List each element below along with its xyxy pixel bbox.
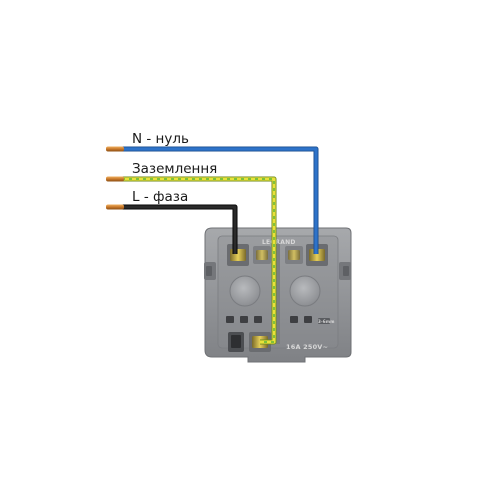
svg-text:3-6mm: 3-6mm [318,319,335,324]
label-phase: L - фаза [132,189,188,205]
brand-mark: LEGRAND [262,239,296,246]
copper-end-phase [106,204,124,210]
rating-mark: 16A 250V~ [286,343,328,351]
copper-end-ground [106,176,124,182]
socket-block: LEGRAND 3-6mm 16A 250V~ [204,227,352,363]
copper-end-neutral [106,146,124,152]
wire-phase [122,204,238,254]
release-knob-left [229,275,261,307]
label-neutral: N - нуль [132,131,189,147]
label-ground: Заземлення [132,161,217,177]
terminal-neutral [309,249,325,261]
release-knob-right [289,275,321,307]
wire-ground [122,176,277,345]
terminal-phase [230,249,246,261]
wire-neutral [122,146,319,254]
